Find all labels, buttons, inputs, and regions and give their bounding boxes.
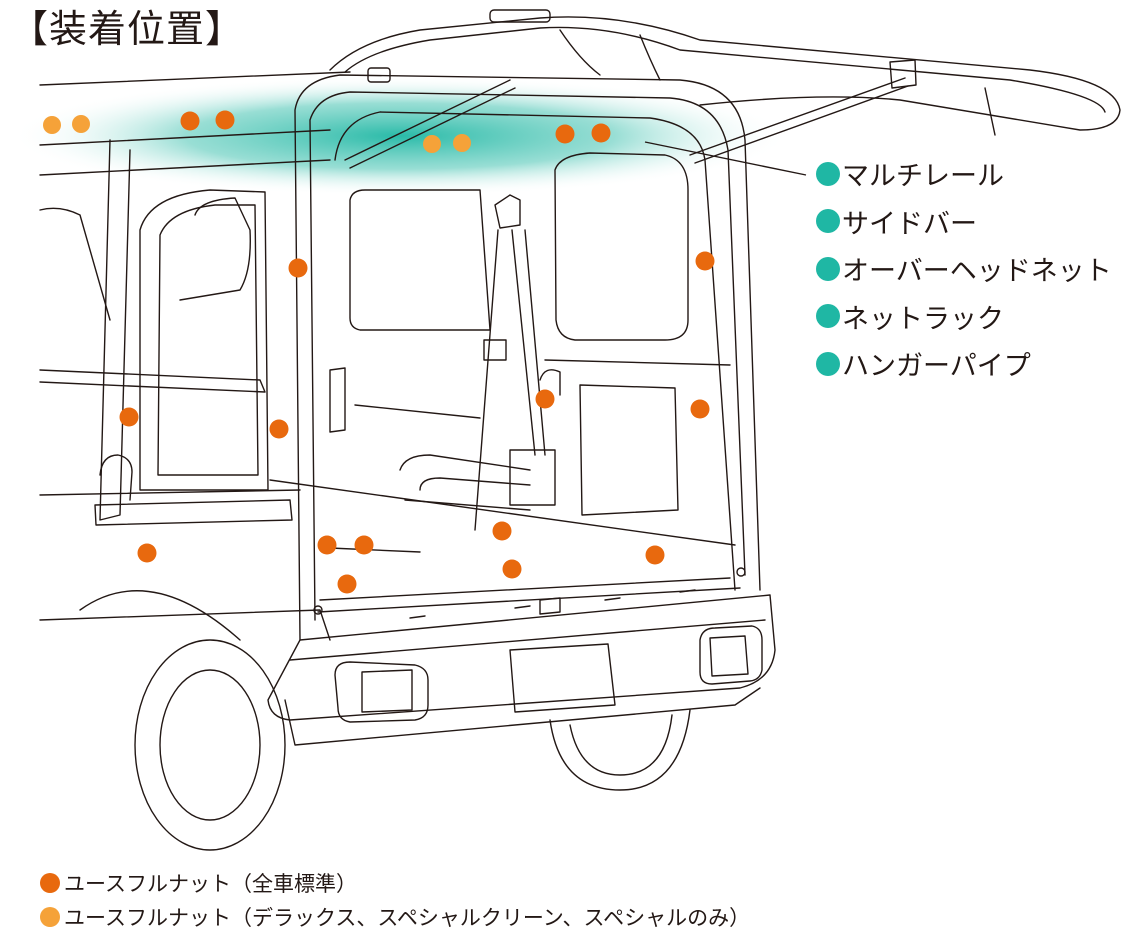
nut-marker-standard	[354, 535, 374, 555]
rail-item: ネットラック	[816, 293, 1112, 341]
nut-marker-optional	[72, 115, 90, 133]
legend-label: ユースフルナット（デラックス、スペシャルクリーン、スペシャルのみ）	[64, 906, 751, 930]
ceiling-rail-highlight	[10, 76, 790, 196]
legend: ユースフルナット（全車標準） ユースフルナット（デラックス、スペシャルクリーン、…	[40, 866, 750, 934]
van-body-outline	[39, 9, 1121, 851]
nut-marker-optional	[423, 135, 441, 153]
legend-item-optional: ユースフルナット（デラックス、スペシャルクリーン、スペシャルのみ）	[40, 900, 750, 934]
teal-dot-icon	[816, 161, 840, 186]
nut-marker-standard	[215, 110, 235, 130]
teal-dot-icon	[816, 351, 840, 376]
nut-marker-standard	[337, 574, 357, 594]
nut-marker-standard	[591, 123, 611, 143]
nut-marker-optional	[453, 134, 471, 152]
page-title: 【装着位置】	[10, 7, 245, 51]
orange-dot-icon	[40, 873, 60, 893]
nut-marker-standard	[535, 389, 555, 409]
nut-marker-standard	[317, 535, 337, 555]
rail-item-label: オーバーヘッドネット	[842, 256, 1112, 288]
rail-accessory-list: マルチレール サイドバー オーバーヘッドネット ネットラック ハンガーパイプ	[816, 150, 1112, 388]
legend-item-standard: ユースフルナット（全車標準）	[40, 866, 750, 900]
rail-item-label: ハンガーパイプ	[842, 351, 1031, 383]
nut-markers-orange	[119, 110, 715, 594]
legend-label: ユースフルナット（全車標準）	[64, 872, 357, 896]
nut-marker-standard	[690, 399, 710, 419]
rail-item: ハンガーパイプ	[816, 340, 1112, 388]
rail-item: マルチレール	[816, 150, 1112, 198]
rail-item: オーバーヘッドネット	[816, 245, 1112, 293]
rail-item-label: サイドバー	[842, 208, 977, 240]
nut-marker-standard	[695, 251, 715, 271]
rail-item: サイドバー	[816, 198, 1112, 246]
nut-marker-standard	[137, 543, 157, 563]
callout-leader-line	[644, 141, 807, 176]
nut-marker-standard	[555, 124, 575, 144]
nut-marker-standard	[502, 559, 522, 579]
nut-marker-optional	[43, 116, 61, 134]
nut-markers-light-orange	[43, 115, 471, 153]
teal-dot-icon	[816, 256, 840, 281]
light-orange-dot-icon	[40, 907, 60, 927]
teal-dot-icon	[816, 304, 840, 329]
nut-marker-standard	[288, 258, 308, 278]
nut-marker-standard	[180, 111, 200, 131]
nut-marker-standard	[645, 545, 665, 565]
teal-dot-icon	[816, 209, 840, 234]
rail-item-label: ネットラック	[842, 303, 1004, 335]
nut-marker-standard	[492, 521, 512, 541]
nut-marker-standard	[269, 419, 289, 439]
nut-marker-standard	[119, 407, 139, 427]
rail-item-label: マルチレール	[842, 161, 1004, 193]
